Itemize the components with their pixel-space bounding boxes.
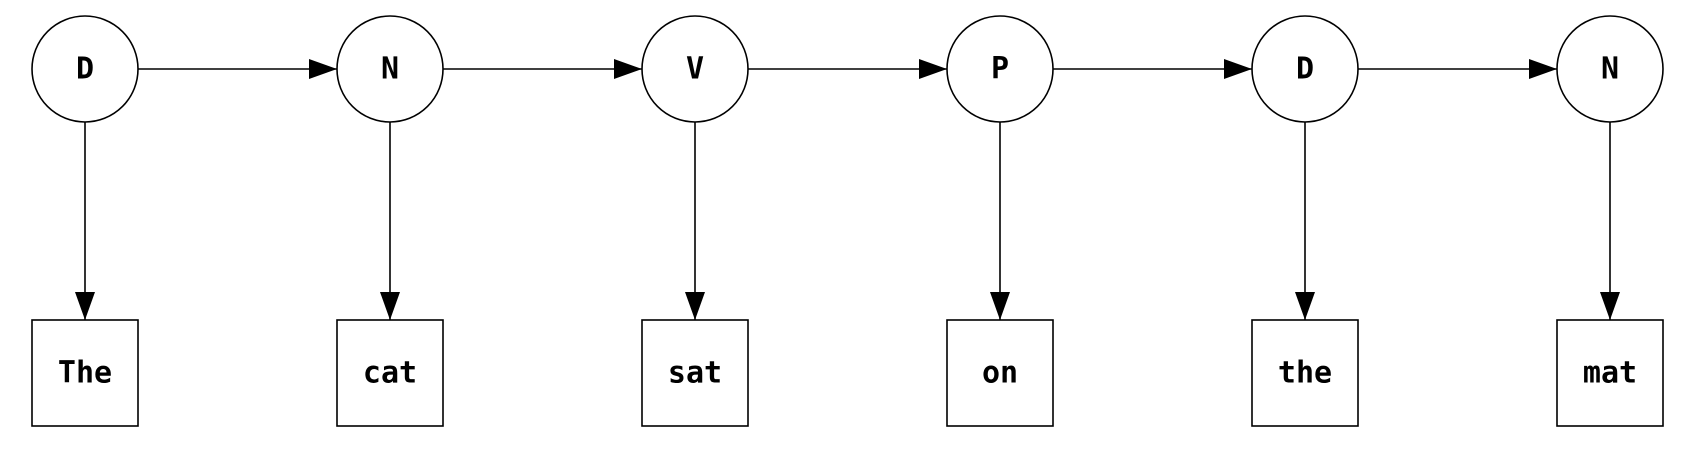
tag-circle: [641, 15, 749, 123]
word-label: mat: [1583, 356, 1637, 391]
tag-node-4: P: [946, 15, 1054, 123]
word-node-1: The: [31, 319, 139, 427]
word-label: the: [1278, 356, 1332, 391]
word-label: The: [58, 356, 112, 391]
word-box: [946, 319, 1054, 427]
tag-label: N: [381, 52, 399, 87]
word-node-2: cat: [336, 319, 444, 427]
tag-circle: [1251, 15, 1359, 123]
tag-label: N: [1601, 52, 1619, 87]
tag-circle: [1556, 15, 1664, 123]
tag-circle: [31, 15, 139, 123]
edges-layer: [75, 59, 1620, 320]
nodes-layer: D N V P D N The cat sat on the mat: [31, 15, 1664, 427]
word-label: sat: [668, 356, 722, 391]
word-node-6: mat: [1556, 319, 1664, 427]
tag-circle: [336, 15, 444, 123]
word-label: cat: [363, 356, 417, 391]
word-box: [336, 319, 444, 427]
tag-label: D: [76, 52, 94, 87]
word-label: on: [982, 356, 1018, 391]
tag-node-5: D: [1251, 15, 1359, 123]
word-box: [31, 319, 139, 427]
tag-label: P: [991, 52, 1009, 87]
tag-label: V: [686, 52, 704, 87]
tag-label: D: [1296, 52, 1314, 87]
word-node-3: sat: [641, 319, 749, 427]
tag-node-1: D: [31, 15, 139, 123]
word-box: [1251, 319, 1359, 427]
tag-node-3: V: [641, 15, 749, 123]
word-box: [641, 319, 749, 427]
word-box: [1556, 319, 1664, 427]
word-node-5: the: [1251, 319, 1359, 427]
tag-node-2: N: [336, 15, 444, 123]
tag-circle: [946, 15, 1054, 123]
tag-node-6: N: [1556, 15, 1664, 123]
word-node-4: on: [946, 319, 1054, 427]
